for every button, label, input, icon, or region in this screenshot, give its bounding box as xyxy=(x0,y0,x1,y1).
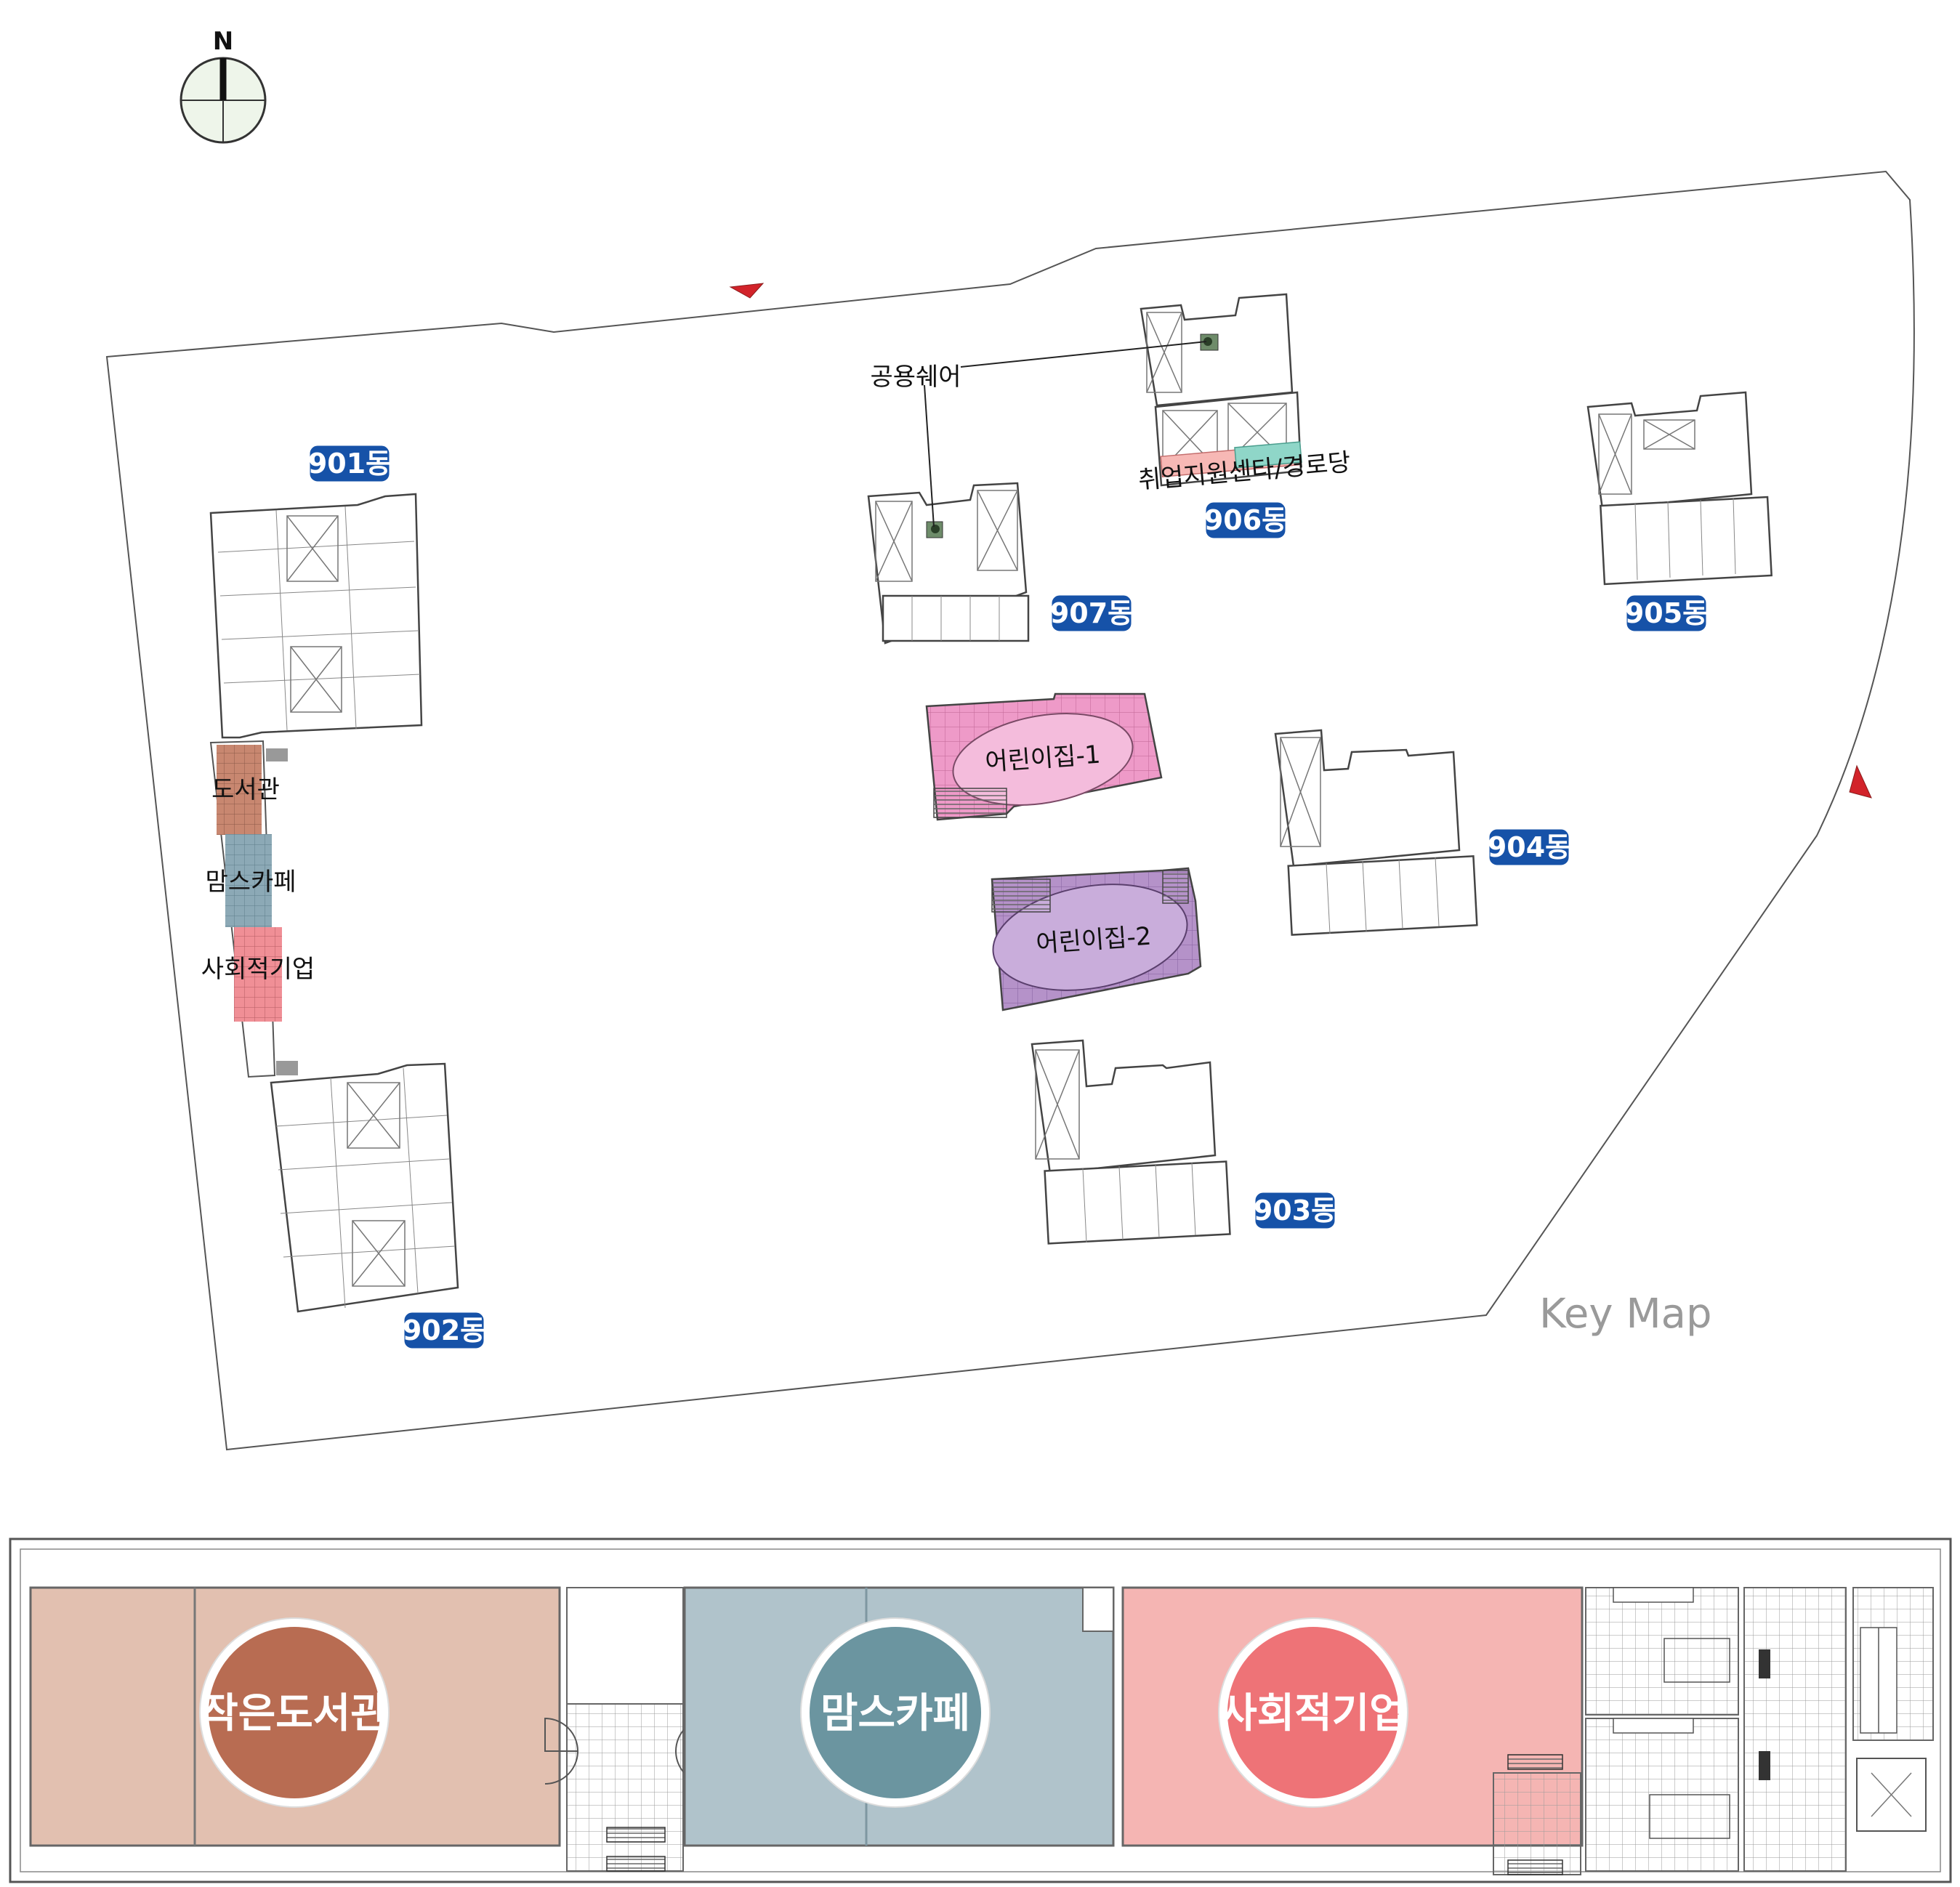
svg-text:901동: 901동 xyxy=(308,448,391,480)
svg-text:작은도서관: 작은도서관 xyxy=(201,1690,388,1737)
badge-901: 901동 xyxy=(307,443,392,484)
entrance-marker-north xyxy=(729,283,765,299)
badge-904: 904동 xyxy=(1487,827,1571,868)
label-moms-cafe: 맘스카페 xyxy=(205,868,296,897)
daycare-2 xyxy=(991,867,1202,1011)
lobby-2 xyxy=(1493,1772,1581,1875)
lobby-1 xyxy=(566,1703,684,1872)
daycare-1 xyxy=(925,692,1163,821)
svg-text:907동: 907동 xyxy=(1050,597,1133,629)
compass: N xyxy=(180,27,267,144)
building-901 xyxy=(209,493,423,739)
building-906 xyxy=(1140,293,1302,487)
badge-903: 903동 xyxy=(1253,1190,1337,1231)
svg-text:903동: 903동 xyxy=(1254,1195,1336,1227)
svg-text:사회적기업: 사회적기업 xyxy=(1219,1690,1407,1737)
key-map-label: Key Map xyxy=(1539,1290,1712,1338)
shared-share-leaders xyxy=(924,341,1207,528)
building-904 xyxy=(1274,729,1478,936)
badge-902: 902동 xyxy=(402,1310,486,1351)
svg-text:904동: 904동 xyxy=(1488,831,1570,863)
label-social-enterprise: 사회적기업 xyxy=(201,955,315,984)
compass-north-label: N xyxy=(213,27,233,56)
building-902 xyxy=(270,1062,459,1313)
restroom-1 xyxy=(1585,1587,1739,1716)
site-boundary xyxy=(105,170,1915,1451)
badge-room-enterprise: 사회적기업 xyxy=(1218,1617,1408,1808)
enterprise-block xyxy=(234,927,282,1022)
svg-text:906동: 906동 xyxy=(1204,504,1287,536)
label-library: 도서관 xyxy=(211,775,280,804)
label-shared-share: 공용쉐어 xyxy=(870,363,961,392)
svg-text:905동: 905동 xyxy=(1625,597,1708,629)
badge-room-cafe: 맘스카페 xyxy=(800,1617,991,1808)
svg-text:맘스카페: 맘스카페 xyxy=(820,1690,970,1737)
badge-907: 907동 xyxy=(1049,593,1134,634)
badge-906: 906동 xyxy=(1203,500,1288,541)
cafe-block xyxy=(225,834,272,927)
entrance-marker-east xyxy=(1849,764,1872,799)
core-hall xyxy=(1743,1587,1847,1872)
building-905 xyxy=(1586,391,1773,586)
community-strip xyxy=(209,740,298,1078)
badge-room-library: 작은도서관 xyxy=(199,1617,390,1808)
library-block xyxy=(217,745,262,835)
svg-text:902동: 902동 xyxy=(403,1314,485,1346)
building-907 xyxy=(867,482,1030,645)
badge-905: 905동 xyxy=(1624,593,1709,634)
building-903 xyxy=(1031,1039,1231,1245)
